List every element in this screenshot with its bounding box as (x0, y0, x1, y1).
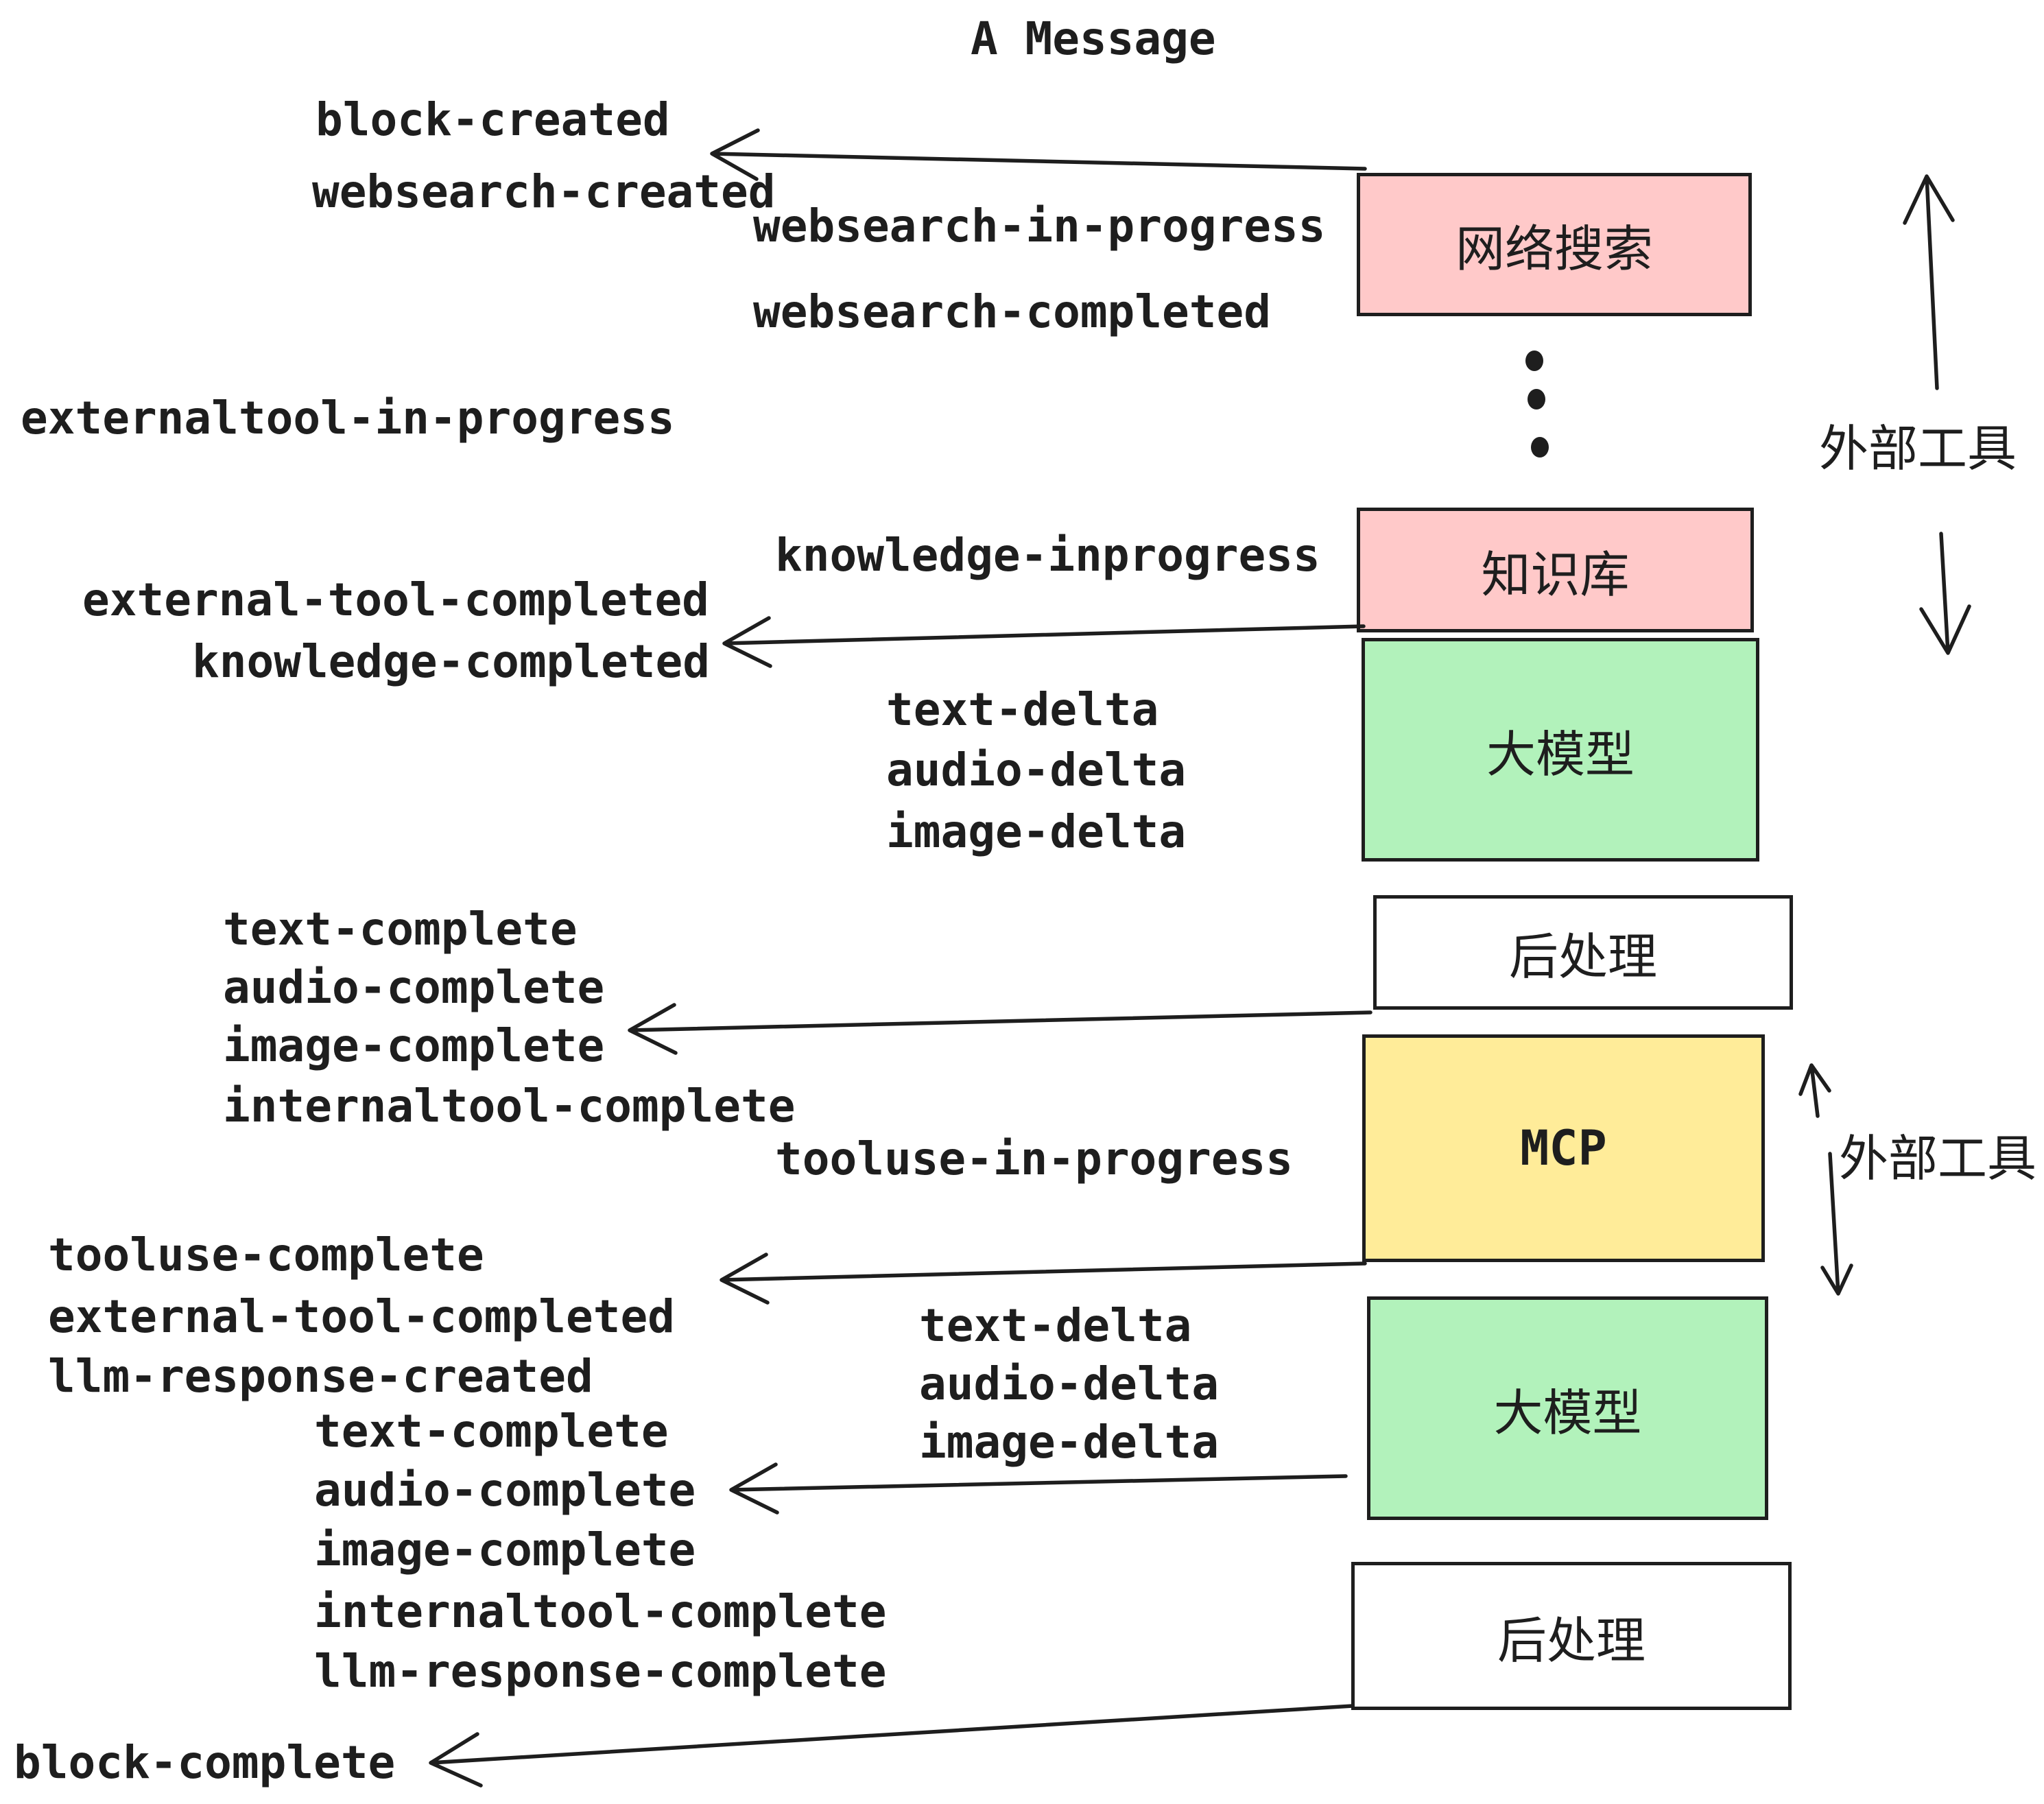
event-text-delta-2: text-delta (919, 1299, 1192, 1352)
external-tools-label-1: 外部工具 (1819, 420, 2017, 477)
event-websearch-completed: websearch-completed (753, 285, 1271, 338)
box-postprocess-1-label: 后处理 (1508, 928, 1657, 986)
arrow-to-audio-complete-2 (729, 1462, 1348, 1515)
event-block-created: block-created (316, 93, 670, 146)
box-postprocess-2-label: 后处理 (1497, 1611, 1645, 1670)
box-postprocess-2: 后处理 (1351, 1562, 1792, 1710)
event-image-complete-2: image-complete (314, 1523, 696, 1576)
event-text-delta-1: text-delta (886, 683, 1159, 736)
arrow-to-external-tool-completed-2 (720, 1253, 1367, 1305)
event-audio-complete-1: audio-complete (223, 961, 605, 1014)
event-text-complete-1: text-complete (223, 903, 578, 956)
event-tooluse-complete: tooluse-complete (48, 1229, 484, 1281)
box-knowledge-base: 知识库 (1357, 508, 1754, 632)
arrow-to-websearch-created (710, 128, 1367, 181)
box-knowledge-base-label: 知识库 (1481, 545, 1630, 604)
event-tooluse-in-progress: tooluse-in-progress (775, 1132, 1293, 1185)
arrow-to-image-complete-1 (628, 1003, 1372, 1055)
box-postprocess-1: 后处理 (1373, 895, 1793, 1010)
event-external-tool-completed-1: external-tool-completed (82, 573, 709, 626)
event-websearch-in-progress: websearch-in-progress (753, 200, 1326, 252)
event-llm-response-created: llm-response-created (48, 1350, 593, 1403)
event-audio-complete-2: audio-complete (314, 1464, 696, 1517)
external-tools-label-2: 外部工具 (1839, 1130, 2037, 1187)
event-image-delta-1: image-delta (886, 805, 1187, 858)
event-external-tool-completed-2: external-tool-completed (48, 1290, 675, 1343)
diagram-title: A Message (971, 12, 1216, 65)
arrow-to-block-complete (429, 1704, 1355, 1788)
event-knowledge-completed: knowledge-completed (192, 635, 710, 688)
box-llm-1-label: 大模型 (1486, 725, 1635, 783)
box-llm-1: 大模型 (1362, 638, 1759, 862)
event-image-delta-2: image-delta (919, 1416, 1220, 1469)
event-externaltool-in-progress: externaltool-in-progress (21, 392, 675, 444)
event-websearch-created: websearch-created (312, 165, 776, 218)
ellipsis-dot-3 (1531, 437, 1549, 458)
external-tools-up-arrow-1 (1903, 174, 1955, 390)
ellipsis-dot-2 (1528, 389, 1545, 410)
event-image-complete-1: image-complete (223, 1019, 605, 1072)
arrow-to-knowledge-completed (722, 616, 1366, 668)
event-audio-delta-1: audio-delta (886, 744, 1187, 796)
event-llm-response-complete: llm-response-complete (314, 1645, 887, 1698)
box-websearch: 网络搜索 (1357, 173, 1752, 316)
external-tools-down-arrow-1 (1919, 532, 1971, 655)
box-websearch-label: 网络搜索 (1455, 220, 1653, 278)
box-mcp-label: MCP (1520, 1120, 1607, 1176)
box-llm-2-label: 大模型 (1493, 1384, 1642, 1442)
event-audio-delta-2: audio-delta (919, 1357, 1220, 1410)
box-mcp: MCP (1362, 1034, 1765, 1262)
event-text-complete-2: text-complete (314, 1405, 669, 1458)
external-tools-up-arrow-2 (1798, 1063, 1831, 1118)
box-llm-2: 大模型 (1367, 1296, 1768, 1520)
event-knowledge-inprogress: knowledge-inprogress (775, 529, 1320, 582)
event-internaltool-complete-2: internaltool-complete (314, 1585, 887, 1638)
ellipsis-dot-1 (1525, 351, 1543, 371)
event-internaltool-complete-1: internaltool-complete (223, 1080, 796, 1132)
event-block-complete: block-complete (14, 1736, 396, 1789)
